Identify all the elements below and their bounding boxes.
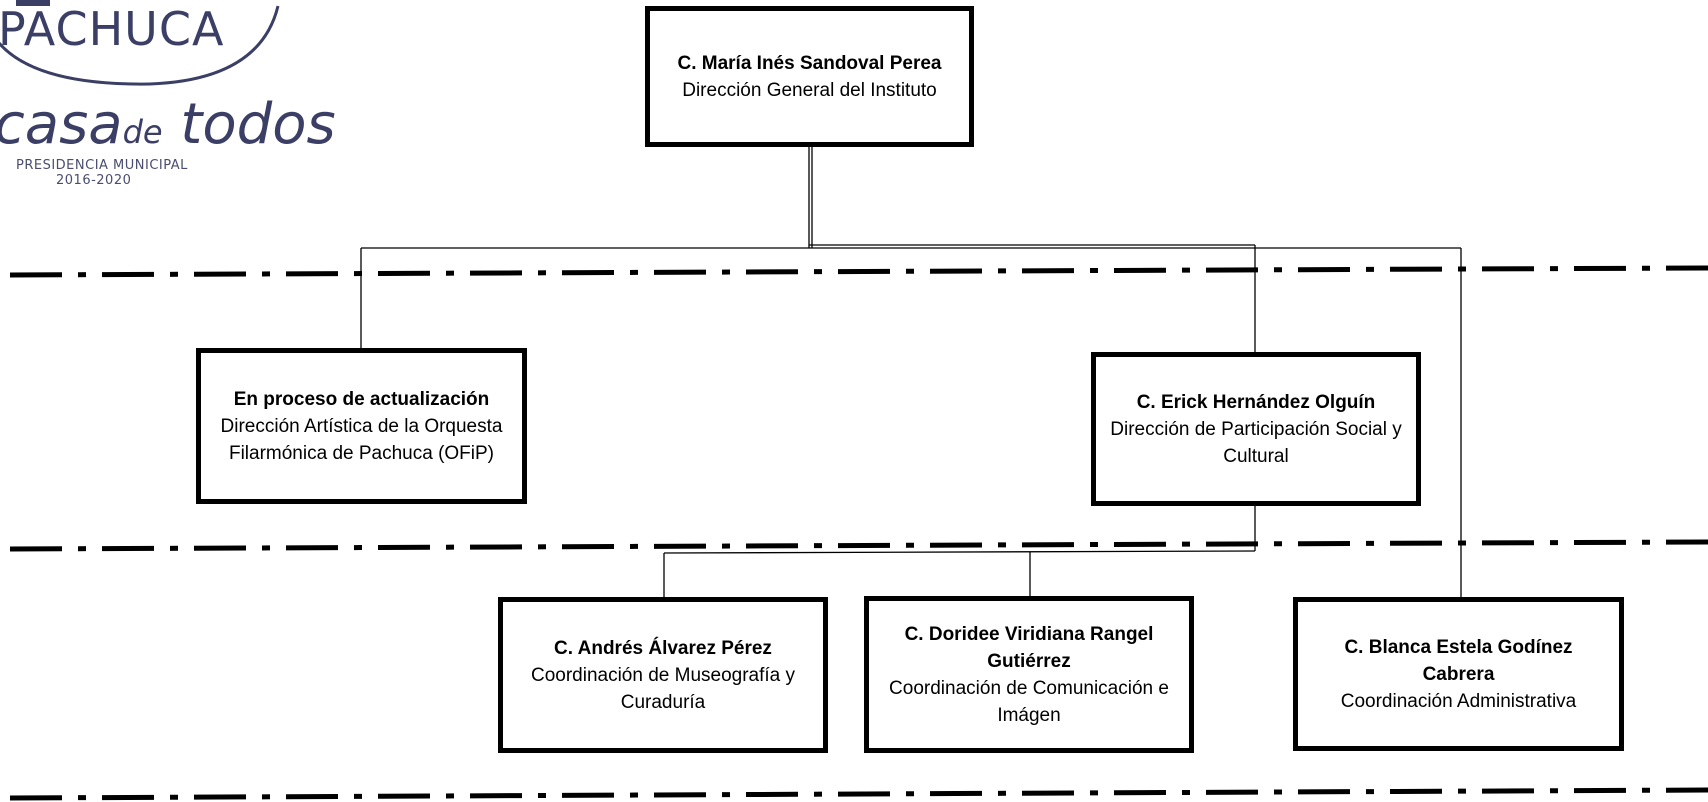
level-divider-1 — [9, 265, 1708, 278]
node-direccion-artistica: En proceso de actualización Dirección Ar… — [196, 348, 527, 504]
node-role: Coordinación de Museografía y Curaduría — [530, 664, 796, 713]
node-name: C. Doridee Viridiana Rangel Gutiérrez — [904, 623, 1154, 672]
node-coordinacion-administrativa: C. Blanca Estela Godínez Cabrera Coordin… — [1293, 597, 1624, 751]
municipal-logo: PACHUCA casade todos PRESIDENCIA MUNICIP… — [0, 0, 336, 200]
node-name: C. Erick Hernández Olguín — [1136, 391, 1376, 413]
logo-city-name: PACHUCA — [0, 2, 225, 56]
node-role: Dirección Artística de la Orquesta — [220, 415, 503, 437]
node-name: C. Andrés Álvarez Pérez — [554, 637, 772, 659]
logo-ring-icon — [0, 0, 280, 86]
node-role: Dirección General del Instituto — [682, 79, 937, 101]
logo-motto-start: casa — [0, 92, 123, 157]
node-name: C. María Inés Sandoval Perea — [677, 52, 942, 74]
level-divider-2 — [9, 539, 1708, 552]
logo-motto: casade todos — [0, 92, 336, 157]
node-name: C. Blanca Estela Godínez Cabrera — [1344, 636, 1573, 685]
node-coordinacion-comunicacion: C. Doridee Viridiana Rangel Gutiérrez Co… — [864, 596, 1194, 753]
node-director-general: C. María Inés Sandoval Perea Dirección G… — [645, 6, 974, 147]
logo-subtitle: PRESIDENCIA MUNICIPAL — [16, 158, 188, 173]
logo-years: 2016-2020 — [56, 173, 132, 188]
node-direccion-participacion: C. Erick Hernández Olguín Dirección de P… — [1091, 352, 1421, 506]
logo-motto-mid: de — [122, 113, 163, 151]
node-role: Coordinación de Comunicación e Imágen — [889, 677, 1169, 726]
level-divider-3 — [9, 787, 1708, 801]
node-name: En proceso de actualización — [233, 388, 490, 410]
node-role-extra: Filarmónica de Pachuca (OFiP) — [228, 442, 495, 464]
node-role: Coordinación Administrativa — [1340, 690, 1577, 712]
connector-bus-bottom — [663, 550, 1256, 554]
connector-director-stem — [808, 147, 813, 248]
logo-motto-end: todos — [180, 92, 336, 157]
node-role: Dirección de Participación Social y Cult… — [1110, 418, 1402, 467]
node-coordinacion-museografia: C. Andrés Álvarez Pérez Coordinación de … — [498, 597, 828, 753]
